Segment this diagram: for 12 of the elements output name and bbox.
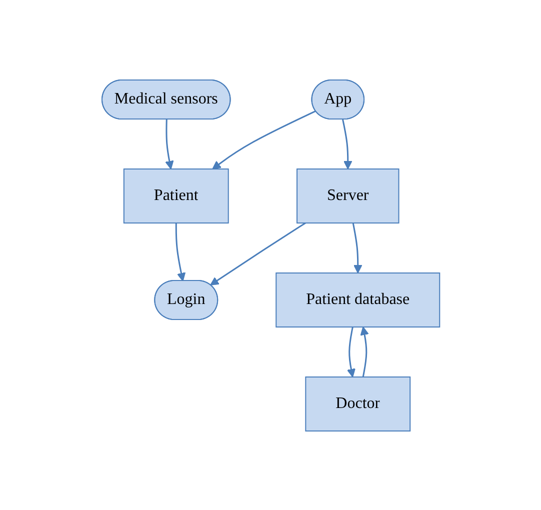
- node-box: Patient database: [275, 272, 440, 327]
- arrow: [360, 326, 369, 377]
- arrow: [212, 110, 316, 169]
- arrow: [164, 118, 174, 169]
- node-box: Doctor: [304, 376, 410, 431]
- arrow: [210, 222, 306, 285]
- arrow: [352, 222, 362, 273]
- arrow: [346, 326, 356, 377]
- node-box: Patient: [123, 168, 229, 223]
- arrow: [175, 222, 186, 281]
- node-box: Server: [296, 168, 399, 223]
- arrow: [342, 118, 352, 169]
